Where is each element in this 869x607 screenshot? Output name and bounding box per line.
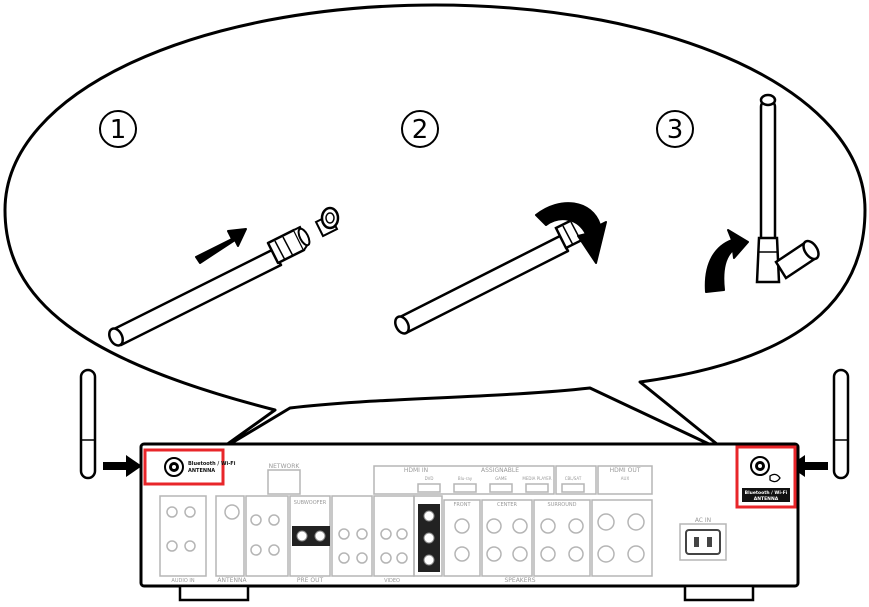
step-number-3: 3 bbox=[656, 110, 694, 148]
left-jack-label-line2: ANTENNA bbox=[188, 468, 215, 474]
svg-text:2: 2 bbox=[412, 115, 429, 145]
left-jack-label-line1: Bluetooth / Wi-Fi bbox=[188, 461, 236, 467]
right-side-antenna bbox=[832, 368, 850, 480]
hdmi-input-media-player: MEDIA PLAYER bbox=[522, 476, 551, 481]
video-label: VIDEO bbox=[384, 578, 400, 584]
network-label: NETWORK bbox=[269, 463, 301, 470]
step-number-2: 2 bbox=[401, 110, 439, 148]
speaker-group-front: FRONT bbox=[453, 502, 471, 508]
curved-up-arrow-icon bbox=[704, 229, 749, 293]
callout-bubble bbox=[3, 3, 867, 455]
hdmi-input-aux: AUX bbox=[621, 476, 630, 481]
arrow-right-icon bbox=[103, 455, 142, 477]
assignable-label: ASSIGNABLE bbox=[481, 467, 519, 474]
right-antenna-jack-highlight: Bluetooth / Wi-Fi ANTENNA bbox=[735, 445, 797, 509]
rotate-clockwise-arrow-icon bbox=[535, 202, 607, 264]
ac-in-label: AC IN bbox=[695, 517, 711, 524]
hdmi-out-label: HDMI OUT bbox=[610, 467, 641, 474]
push-arrow-icon bbox=[195, 228, 247, 264]
step-1-antenna bbox=[108, 225, 311, 347]
step-1-connector bbox=[314, 206, 340, 238]
antenna-label: ANTENNA bbox=[217, 577, 247, 584]
speaker-group-center: CENTER bbox=[497, 502, 518, 508]
speaker-group-surround: SURROUND bbox=[548, 502, 577, 508]
step-3-antenna bbox=[755, 93, 820, 284]
hdmi-input-bluray: Blu-ray bbox=[458, 476, 473, 481]
right-jack-label-line1: Bluetooth / Wi-Fi bbox=[745, 490, 788, 496]
pre-out-label: PRE OUT bbox=[297, 577, 324, 584]
hdmi-in-label: HDMI IN bbox=[404, 467, 428, 474]
left-antenna-jack-highlight: Bluetooth / Wi-Fi ANTENNA bbox=[143, 448, 236, 486]
av-receiver-rear-panel: NETWORK HDMI IN ASSIGNABLE HDMI OUT SPEA… bbox=[139, 442, 800, 602]
svg-text:3: 3 bbox=[667, 115, 684, 145]
svg-text:1: 1 bbox=[110, 115, 127, 145]
speakers-label: SPEAKERS bbox=[504, 577, 535, 584]
hdmi-input-dvd: DVD bbox=[425, 476, 434, 481]
step-number-1: 1 bbox=[99, 110, 137, 148]
hdmi-input-cbl-sat: CBL/SAT bbox=[565, 476, 582, 481]
right-jack-label-line2: ANTENNA bbox=[754, 496, 779, 502]
left-side-antenna bbox=[79, 368, 97, 480]
audio-in-label: AUDIO IN bbox=[171, 578, 194, 584]
subwoofer-label: SUBWOOFER bbox=[294, 500, 327, 506]
hdmi-input-game: GAME bbox=[495, 476, 507, 481]
